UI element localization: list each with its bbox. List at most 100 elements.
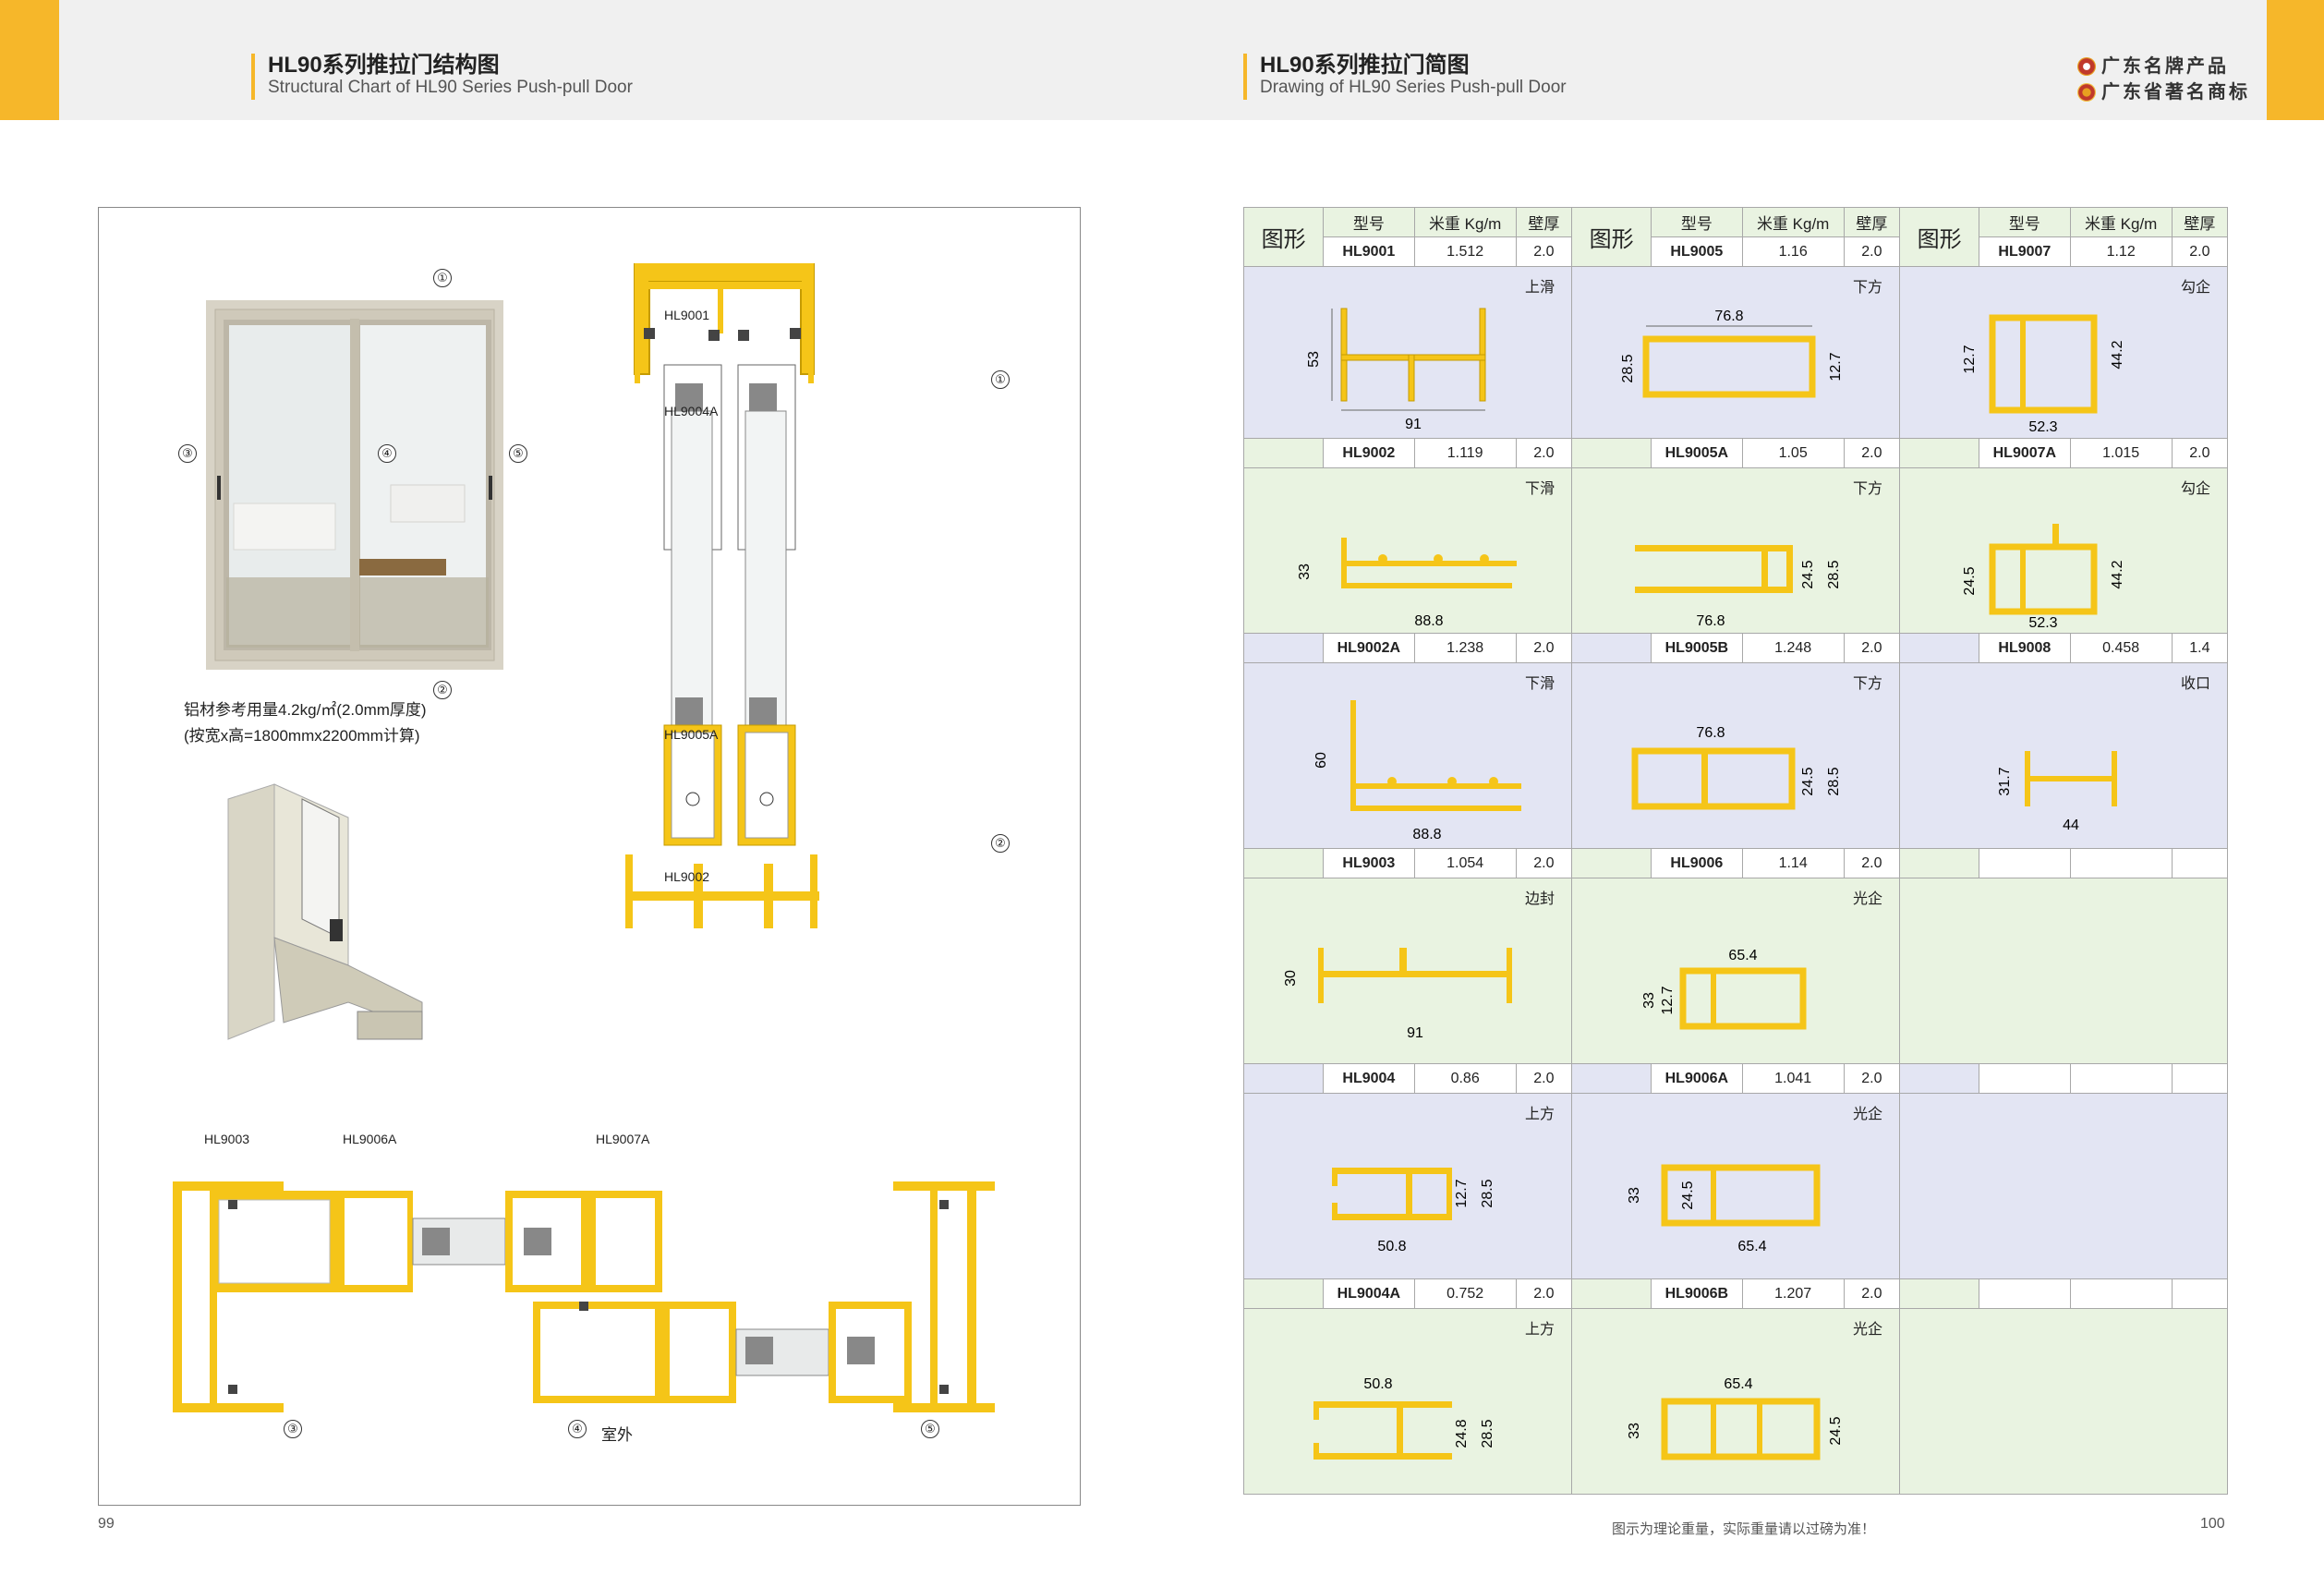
wall-cell: 2.0 [1843,1278,1901,1309]
model-cell: HL9008 [1979,633,2071,663]
wall-cell: 2.0 [1515,1063,1573,1094]
dim-label: 33 [1297,563,1313,580]
header-weight-3: 米重 Kg/m [2069,207,2173,237]
wall-cell: 2.0 [1515,236,1573,267]
weight-cell: 1.14 [1741,848,1845,878]
profile-type-tag: 边封 [1524,891,1555,907]
dim-label: 12.7 [1828,352,1844,381]
dim-label: 28.5 [1620,354,1636,382]
profile-type-tag: 下滑 [1524,481,1555,497]
spacer-cell [1570,438,1652,468]
marker-5-door: ⑤ [509,444,527,463]
model-cell: HL9005 [1651,236,1743,267]
model-cell: HL9007 [1979,236,2071,267]
wall-cell: 2.0 [1843,438,1901,468]
profile-figure-hl9007a: 勾企 24.5 44.2 52.3 [1899,467,2228,634]
dim-label: 60 [1313,752,1329,769]
profile-type-tag: 光企 [1852,1322,1882,1338]
profile-figure-hl9004: 上方 12.7 28.5 50.8 [1243,1093,1572,1279]
dim-label: 76.8 [1714,309,1743,324]
model-cell: HL9003 [1323,848,1415,878]
dim-label: 91 [1405,417,1422,432]
header-model-1: 型号 [1323,207,1415,237]
weight-cell: 1.05 [1741,438,1845,468]
header-weight-1: 米重 Kg/m [1413,207,1517,237]
spacer-cell [1242,1278,1325,1309]
weight-cell: 1.119 [1413,438,1517,468]
header-figure-3: 图形 [1898,207,1980,267]
profile-figure-hl9003: 边封 30 91 [1243,878,1572,1064]
profile-figure-hl9005: 下方 76.8 28.5 12.7 [1571,266,1900,439]
dim-label: 28.5 [1480,1419,1495,1448]
wall-cell: 1.4 [2171,633,2229,663]
right-page-title: HL90系列推拉门简图 Drawing of HL90 Series Push-… [1243,54,1567,100]
empty-figure [1899,1093,2228,1279]
right-title-cn: HL90系列推拉门简图 [1260,53,1470,78]
dim-label: 12.7 [1962,345,1978,373]
profile-type-tag: 收口 [2180,676,2210,692]
weight-cell: 1.054 [1413,848,1517,878]
weight-disclaimer: 图示为理论重量，实际重量请以过磅为准！ [1612,1521,1876,1537]
spacer-cell [1570,848,1652,878]
profile-type-tag: 上方 [1524,1107,1555,1122]
spacer-cell [1570,1063,1652,1094]
page-number-left: 99 [98,1516,115,1532]
spacer-cell [1570,633,1652,663]
dim-label: 44.2 [2110,560,2125,588]
profile-type-tag: 上方 [1524,1322,1555,1338]
dim-label: 52.3 [2028,615,2057,631]
material-note-line2: (按宽x高=1800mmx2200mm计算) [184,727,420,745]
empty-figure [1899,1308,2228,1495]
label-hl9003: HL9003 [204,1132,250,1146]
empty-cell [2171,1063,2229,1094]
dim-label: 50.8 [1377,1239,1406,1254]
spacer-cell [1898,1278,1980,1309]
dim-label: 24.5 [1800,560,1816,588]
empty-cell [1979,848,2071,878]
profile-corner-render [227,783,423,1040]
wall-cell: 2.0 [1843,1063,1901,1094]
profile-figure-hl9004a: 上方 50.8 24.8 28.5 [1243,1308,1572,1495]
dim-label: 88.8 [1414,613,1443,629]
model-cell: HL9006A [1651,1063,1743,1094]
structure-chart-panel: ① ② ③ ④ ⑤ 铝材参考用量4.2kg/㎡(2.0mm厚度) (按宽x高=1… [98,207,1081,1506]
weight-cell: 1.16 [1741,236,1845,267]
empty-figure [1899,878,2228,1064]
dim-label: 53 [1306,351,1322,368]
spacer-cell [1898,438,1980,468]
profile-type-tag: 上滑 [1524,280,1555,296]
dim-label: 44 [2063,818,2079,833]
dim-label: 12.7 [1660,986,1676,1014]
profile-figure-hl9006b: 光企 65.4 33 24.5 [1571,1308,1900,1495]
brand-badge-1: 广东名牌产品 [2077,54,2250,79]
label-hl9002: HL9002 [664,869,710,884]
profile-type-tag: 光企 [1852,891,1882,907]
right-title-en: Drawing of HL90 Series Push-pull Door [1260,78,1567,97]
model-cell: HL9005B [1651,633,1743,663]
accent-bar-left [0,0,59,120]
horizontal-section-drawing [173,1181,995,1412]
accent-bar-right [2267,0,2324,120]
header-weight-2: 米重 Kg/m [1741,207,1845,237]
wall-cell: 2.0 [1515,848,1573,878]
left-title-en: Structural Chart of HL90 Series Push-pul… [268,78,633,97]
marker-4-door: ④ [378,444,396,463]
spacer-cell [1242,633,1325,663]
marker-3-section: ③ [284,1420,302,1438]
dim-label: 24.5 [1828,1416,1844,1445]
empty-cell [2069,1063,2173,1094]
label-hl9004a: HL9004A [664,404,719,418]
material-note: 铝材参考用量4.2kg/㎡(2.0mm厚度) (按宽x高=1800mmx2200… [184,697,427,749]
header-figure-2: 图形 [1570,207,1652,267]
dim-label: 65.4 [1737,1239,1766,1254]
empty-cell [2171,848,2229,878]
dim-label: 24.5 [1680,1181,1696,1209]
spacer-cell [1898,848,1980,878]
dim-label: 91 [1407,1025,1423,1041]
model-cell: HL9006 [1651,848,1743,878]
wall-cell: 2.0 [1843,236,1901,267]
dim-label: 50.8 [1363,1376,1392,1392]
wall-cell: 2.0 [2171,438,2229,468]
dim-label: 12.7 [1454,1179,1470,1207]
